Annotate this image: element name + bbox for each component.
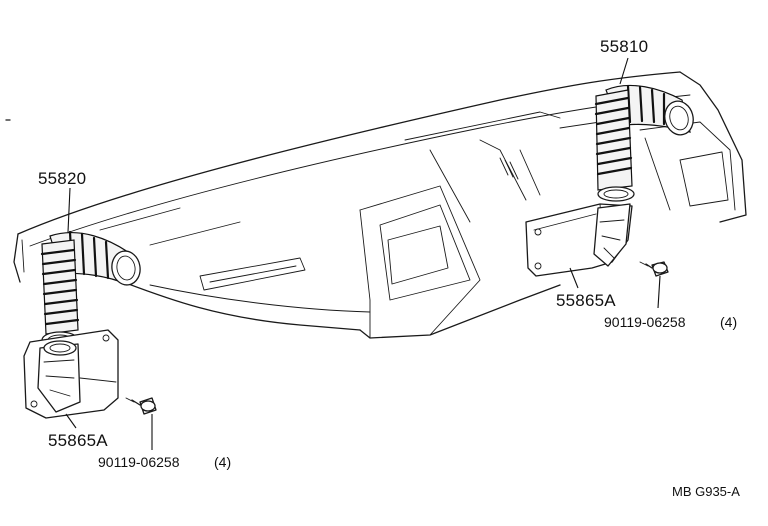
instrument-panel: [5, 71, 747, 339]
label-screw-left: 90119-06258: [98, 454, 180, 470]
bracket-55865a-right: [525, 203, 633, 277]
screw-right: [639, 261, 669, 277]
bracket-55865a-left: [23, 329, 119, 419]
label-bracket-right: 55865A: [556, 291, 616, 310]
screw-left: [125, 397, 157, 415]
label-bracket-left: 55865A: [48, 431, 108, 450]
duct-55820: [40, 230, 141, 349]
figure-code: MB G935-A: [672, 484, 740, 499]
label-screw-right-qty: (4): [720, 314, 737, 330]
label-screw-left-qty: (4): [214, 454, 231, 470]
duct-55810: [594, 84, 694, 202]
label-screw-right: 90119-06258: [604, 314, 686, 330]
label-duct-55810: 55810: [600, 37, 648, 56]
leader-lines: [65, 57, 661, 450]
label-duct-55820: 55820: [38, 169, 86, 188]
